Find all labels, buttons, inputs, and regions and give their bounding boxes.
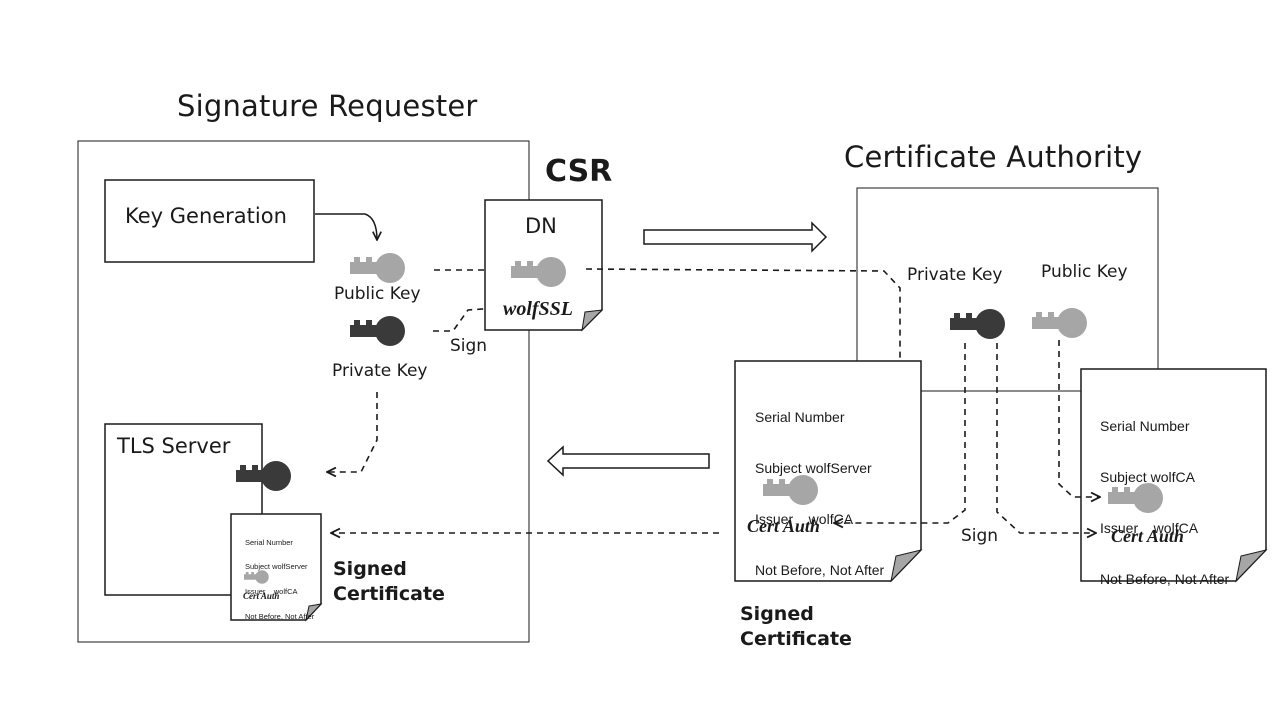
server-cert-page-fold: [890, 549, 923, 583]
requester-sign-label: Sign: [450, 336, 488, 356]
ca-public-key-label: Public Key: [1041, 262, 1128, 282]
authority-title: Certificate Authority: [844, 140, 1143, 174]
server-cert-fields: Serial Number Subject wolfServer Issuer …: [755, 375, 884, 596]
cert-serial: Serial Number: [1100, 418, 1190, 434]
certificate-line: Certificate: [333, 583, 445, 606]
public-key-icon: [350, 253, 405, 283]
ca-sign-label: Sign: [961, 526, 999, 546]
requester-frame: [77, 140, 530, 643]
tls-server-label: TLS Server: [117, 434, 231, 458]
ca-sign-server-cert-arrow: [834, 343, 966, 523]
csr-dn-label: DN: [525, 214, 557, 238]
wolfssl-logo: wolfSSL: [503, 298, 574, 320]
requester-signed-certificate-label: Signed Certificate: [333, 557, 445, 607]
sign-csr-arrow: [433, 308, 497, 332]
ca-signed-certificate-label: Signed Certificate: [740, 602, 852, 652]
requester-public-key-label: Public Key: [334, 284, 421, 304]
arrow-left-icon: [546, 445, 710, 477]
certificate-line: Certificate: [740, 628, 852, 651]
cert-serial: Serial Number: [755, 409, 845, 425]
keygen-arrow: [315, 213, 377, 240]
ca-cert-page-fold: [1235, 549, 1268, 583]
csr-title: CSR: [545, 154, 613, 189]
cert-issuer: Issuer wolfCA: [755, 511, 854, 527]
small-cert-signature: Cert Auth: [243, 591, 280, 601]
ca-cert-fields: Serial Number Subject wolfCA Issuer wolf…: [1100, 384, 1229, 605]
private-key-to-server-arrow: [327, 392, 378, 472]
cert-validity: Not Before, Not After: [1100, 571, 1230, 587]
key-generation-box[interactable]: [104, 179, 315, 263]
cert-issuer: Issuer wolfCA: [1100, 520, 1199, 536]
key-generation-label: Key Generation: [125, 204, 287, 228]
small-cert-page-fold: [305, 603, 323, 622]
cert-subject: Subject wolfServer: [245, 562, 308, 572]
ca-private-key-label: Private Key: [907, 265, 1003, 285]
cert-subject: Subject wolfCA: [1100, 469, 1195, 485]
signed-line: Signed: [333, 558, 407, 580]
cert-issuer: Issuer wolfCA: [245, 587, 298, 597]
arrow-right-icon: [643, 221, 828, 253]
public-key-icon: [1032, 308, 1087, 338]
csr-page-fold: [581, 309, 604, 332]
cert-serial: Serial Number: [245, 537, 293, 547]
authority-frame: [856, 187, 1159, 392]
signed-line: Signed: [740, 603, 814, 625]
private-key-icon: [950, 309, 1005, 339]
ca-cert-signature: Cert Auth: [1111, 526, 1184, 546]
cert-validity: Not Before, Not After: [755, 562, 885, 578]
ca-public-key-to-cert-arrow: [1058, 340, 1100, 497]
small-cert-fields: Serial Number Subject wolfServer Issuer …: [245, 522, 314, 630]
cert-subject: Subject wolfServer: [755, 460, 872, 476]
cert-validity: Not Before, Not After: [245, 612, 315, 622]
public-key-icon: [244, 570, 269, 584]
requester-title: Signature Requester: [177, 89, 478, 123]
private-key-icon: [350, 316, 405, 346]
requester-private-key-label: Private Key: [332, 361, 428, 381]
server-cert-signature: Cert Auth: [747, 516, 820, 536]
